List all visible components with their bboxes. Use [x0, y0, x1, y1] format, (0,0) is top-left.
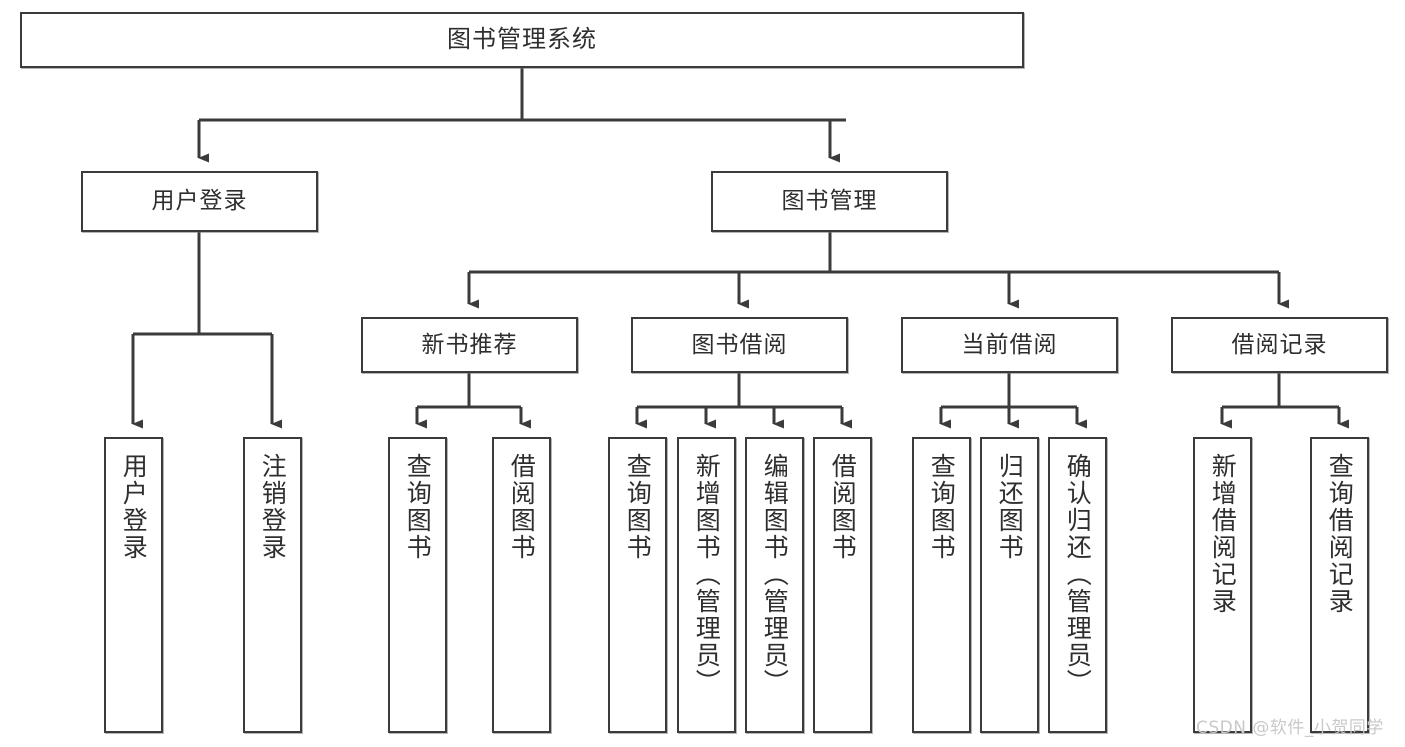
node-borrow-record-label: 借阅记录 — [1231, 331, 1328, 358]
node-new-book-recommend-label: 新书推荐 — [421, 331, 518, 358]
leaf-book-borrow-borrow[interactable]: 借阅图书 — [813, 437, 872, 733]
leaf-book-borrow-query-label: 查询图书 — [623, 453, 653, 561]
node-borrow-record[interactable]: 借阅记录 — [1171, 317, 1388, 373]
leaf-new-book-query[interactable]: 查询图书 — [388, 437, 447, 733]
leaf-user-login-logout-label: 注销登录 — [258, 453, 288, 561]
leaf-borrow-record-query-label: 查询借阅记录 — [1325, 453, 1355, 615]
leaf-user-login-logout[interactable]: 注销登录 — [243, 437, 302, 733]
leaf-current-borrow-query-label: 查询图书 — [927, 453, 957, 561]
node-root-system[interactable]: 图书管理系统 — [20, 12, 1024, 68]
csdn-watermark: CSDN @软件_小贺同学 — [1196, 718, 1384, 738]
leaf-book-borrow-edit-label: 编辑图书（管理员） — [760, 453, 790, 696]
leaf-book-borrow-query[interactable]: 查询图书 — [608, 437, 667, 733]
leaf-user-login-login[interactable]: 用户登录 — [104, 437, 163, 733]
leaf-new-book-query-label: 查询图书 — [403, 453, 433, 561]
node-book-manage[interactable]: 图书管理 — [711, 171, 948, 232]
node-book-borrow[interactable]: 图书借阅 — [631, 317, 848, 373]
node-new-book-recommend[interactable]: 新书推荐 — [361, 317, 578, 373]
leaf-current-borrow-query[interactable]: 查询图书 — [912, 437, 971, 733]
leaf-borrow-record-add-label: 新增借阅记录 — [1208, 453, 1238, 615]
leaf-book-borrow-edit[interactable]: 编辑图书（管理员） — [745, 437, 804, 733]
leaf-new-book-borrow[interactable]: 借阅图书 — [492, 437, 551, 733]
leaf-book-borrow-borrow-label: 借阅图书 — [828, 453, 858, 561]
leaf-current-borrow-confirm-return-label: 确认归还（管理员） — [1063, 453, 1093, 696]
node-current-borrow-label: 当前借阅 — [961, 331, 1058, 358]
node-book-borrow-label: 图书借阅 — [691, 331, 788, 358]
leaf-new-book-borrow-label: 借阅图书 — [507, 453, 537, 561]
node-user-login-label: 用户登录 — [151, 188, 248, 215]
leaf-borrow-record-add[interactable]: 新增借阅记录 — [1193, 437, 1252, 733]
node-root-system-label: 图书管理系统 — [447, 25, 597, 54]
leaf-book-borrow-add[interactable]: 新增图书（管理员） — [677, 437, 736, 733]
leaf-book-borrow-add-label: 新增图书（管理员） — [692, 453, 722, 696]
node-user-login[interactable]: 用户登录 — [81, 171, 318, 232]
leaf-current-borrow-return-label: 归还图书 — [995, 453, 1025, 561]
node-current-borrow[interactable]: 当前借阅 — [901, 317, 1118, 373]
leaf-current-borrow-return[interactable]: 归还图书 — [980, 437, 1039, 733]
node-book-manage-label: 图书管理 — [781, 188, 878, 215]
leaf-borrow-record-query[interactable]: 查询借阅记录 — [1310, 437, 1369, 733]
leaf-current-borrow-confirm-return[interactable]: 确认归还（管理员） — [1048, 437, 1107, 733]
leaf-user-login-login-label: 用户登录 — [119, 453, 149, 561]
